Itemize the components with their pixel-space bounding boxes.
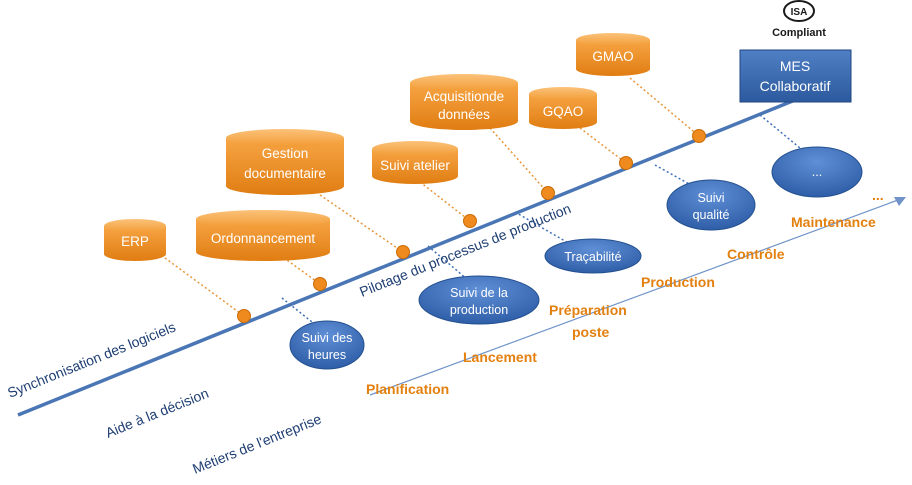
- axis-node: [619, 156, 633, 170]
- cylinder-acquisition-label-1: Acquisitionde: [424, 89, 504, 104]
- mes-collaboratif-box: MES Collaboratif: [739, 49, 852, 103]
- connector-gmao: [629, 77, 700, 137]
- job-controle: Contrôle: [727, 246, 785, 262]
- cylinder-suivi-atelier-label: Suivi atelier: [380, 158, 450, 173]
- metiers-axis-arrow: [894, 197, 906, 206]
- axis-node: [692, 129, 706, 143]
- connector-suivi-atelier: [419, 181, 471, 222]
- cylinder-gmao: GMAO: [576, 33, 650, 76]
- ellipse-tracabilite: Traçabilité: [544, 238, 642, 274]
- job-planification: Planification: [366, 381, 449, 397]
- isa-logo-caption: Compliant: [772, 27, 826, 39]
- cylinder-suivi-atelier: Suivi atelier: [372, 141, 458, 184]
- main-axis: [17, 96, 801, 417]
- cylinder-erp: ERP: [104, 219, 166, 261]
- connector-tracabilite: [514, 211, 571, 245]
- ellipse-suivi-qualite: Suivi qualité: [666, 179, 756, 231]
- software-connectors: [164, 77, 700, 317]
- connector-gqao: [579, 127, 627, 164]
- axis-nodes: [237, 129, 706, 323]
- axis-label-aide: Aide à la décision: [103, 385, 211, 441]
- ellipse-suivi-qualite-label-2: qualité: [693, 208, 730, 222]
- cylinder-acquisition: Acquisitionde données: [410, 74, 518, 130]
- cylinder-gqao-label: GQAO: [543, 104, 584, 119]
- ellipse-suivi-production-label-1: Suivi de la: [450, 286, 508, 300]
- metiers-axis: [369, 199, 899, 396]
- ellipse-suivi-production: Suivi de la production: [418, 275, 540, 325]
- cylinder-ordonnancement-label: Ordonnancement: [211, 231, 316, 246]
- cylinder-erp-label: ERP: [121, 234, 149, 249]
- decision-connectors: [281, 114, 801, 323]
- connector-erp: [164, 257, 245, 317]
- job-preparation-line1: Préparation: [549, 302, 627, 318]
- connector-suivi-heures: [281, 297, 313, 323]
- cylinder-gestion-label-2: documentaire: [244, 166, 326, 181]
- ellipse-suivi-qualite-label-1: Suivi: [697, 191, 724, 205]
- axis-node: [396, 245, 410, 259]
- axis-node: [463, 214, 477, 228]
- cylinder-gqao: GQAO: [529, 87, 597, 129]
- connector-acquisition: [489, 127, 549, 194]
- axis-node: [541, 186, 555, 200]
- job-production: Production: [641, 274, 715, 290]
- cylinder-gestion-label-1: Gestion: [262, 146, 309, 161]
- cylinder-acquisition-label-2: données: [438, 107, 490, 122]
- ellipse-more: ...: [771, 146, 863, 198]
- cylinder-gestion-documentaire: Gestion documentaire: [226, 129, 344, 195]
- connector-gestion: [319, 194, 404, 253]
- cylinder-ordonnancement: Ordonnancement: [196, 210, 330, 261]
- ellipse-more-label: ...: [812, 165, 822, 179]
- job-preparation-line2: poste: [572, 324, 610, 340]
- ellipse-suivi-production-label-2: production: [450, 303, 508, 317]
- job-more: ...: [872, 187, 884, 203]
- connector-ordonnancement: [279, 254, 321, 285]
- cylinder-gmao-label: GMAO: [592, 49, 633, 64]
- isa-logo-mark: ISA: [791, 7, 808, 18]
- axis-node: [313, 277, 327, 291]
- ellipse-tracabilite-label: Traçabilité: [564, 250, 621, 264]
- job-lancement: Lancement: [463, 349, 537, 365]
- connector-more: [759, 114, 801, 149]
- ellipse-suivi-heures: Suivi des heures: [289, 320, 365, 370]
- mes-box-line2: Collaboratif: [760, 78, 831, 94]
- axis-node: [237, 309, 251, 323]
- axis-label-metiers: Métiers de l'entreprise: [190, 410, 323, 476]
- isa-compliant-logo: ISA Compliant: [772, 0, 826, 39]
- mes-box-line1: MES: [780, 58, 810, 74]
- job-maintenance: Maintenance: [791, 214, 876, 230]
- ellipse-suivi-heures-label-1: Suivi des: [302, 331, 353, 345]
- ellipse-suivi-heures-label-2: heures: [308, 348, 346, 362]
